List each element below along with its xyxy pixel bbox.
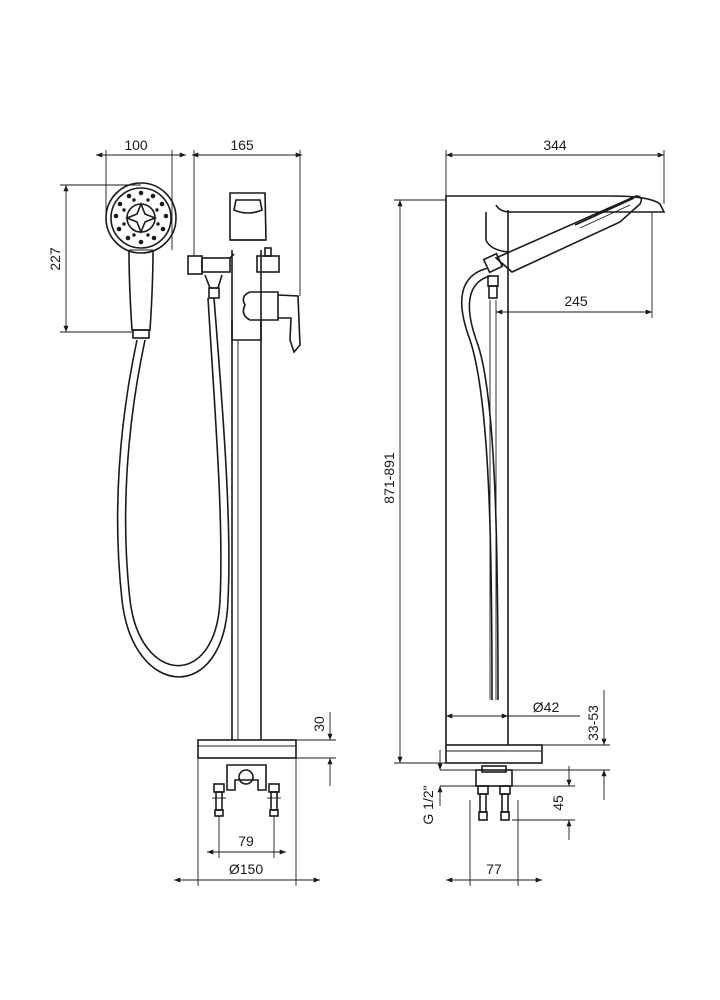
dim-total-depth: 344 bbox=[543, 137, 567, 153]
dim-connector-spacing: 79 bbox=[238, 833, 254, 849]
dim-plate-thickness: 30 bbox=[311, 716, 327, 732]
front-view: 100 165 227 30 79 Ø150 bbox=[47, 137, 336, 886]
front-base bbox=[197, 739, 297, 817]
dim-connector-height: 45 bbox=[550, 795, 566, 811]
dim-spout-reach: 245 bbox=[564, 293, 588, 309]
hand-shower-head bbox=[105, 182, 177, 339]
hose bbox=[116, 297, 230, 678]
dim-spout-offset: 165 bbox=[230, 137, 254, 153]
side-column bbox=[445, 195, 666, 745]
dim-shower-head-height: 227 bbox=[47, 247, 63, 271]
front-dimensions bbox=[60, 150, 336, 886]
side-hose bbox=[460, 267, 493, 701]
column bbox=[231, 250, 262, 740]
side-hand-shower bbox=[482, 195, 643, 299]
dim-total-height: 871-891 bbox=[381, 452, 397, 504]
side-dimensions bbox=[394, 150, 665, 886]
dim-base-diameter: Ø150 bbox=[229, 861, 263, 877]
side-view: 344 245 871-891 Ø42 33-53 G 1/2" 45 77 bbox=[381, 137, 666, 886]
dim-shower-head-width: 100 bbox=[124, 137, 148, 153]
dim-column-diameter: Ø42 bbox=[533, 699, 560, 715]
mixer-body bbox=[187, 192, 301, 354]
dim-connector-width: 77 bbox=[486, 861, 502, 877]
side-base bbox=[445, 744, 543, 821]
dim-thread-size: G 1/2" bbox=[420, 785, 436, 824]
dim-adjustment-range: 33-53 bbox=[585, 705, 601, 741]
